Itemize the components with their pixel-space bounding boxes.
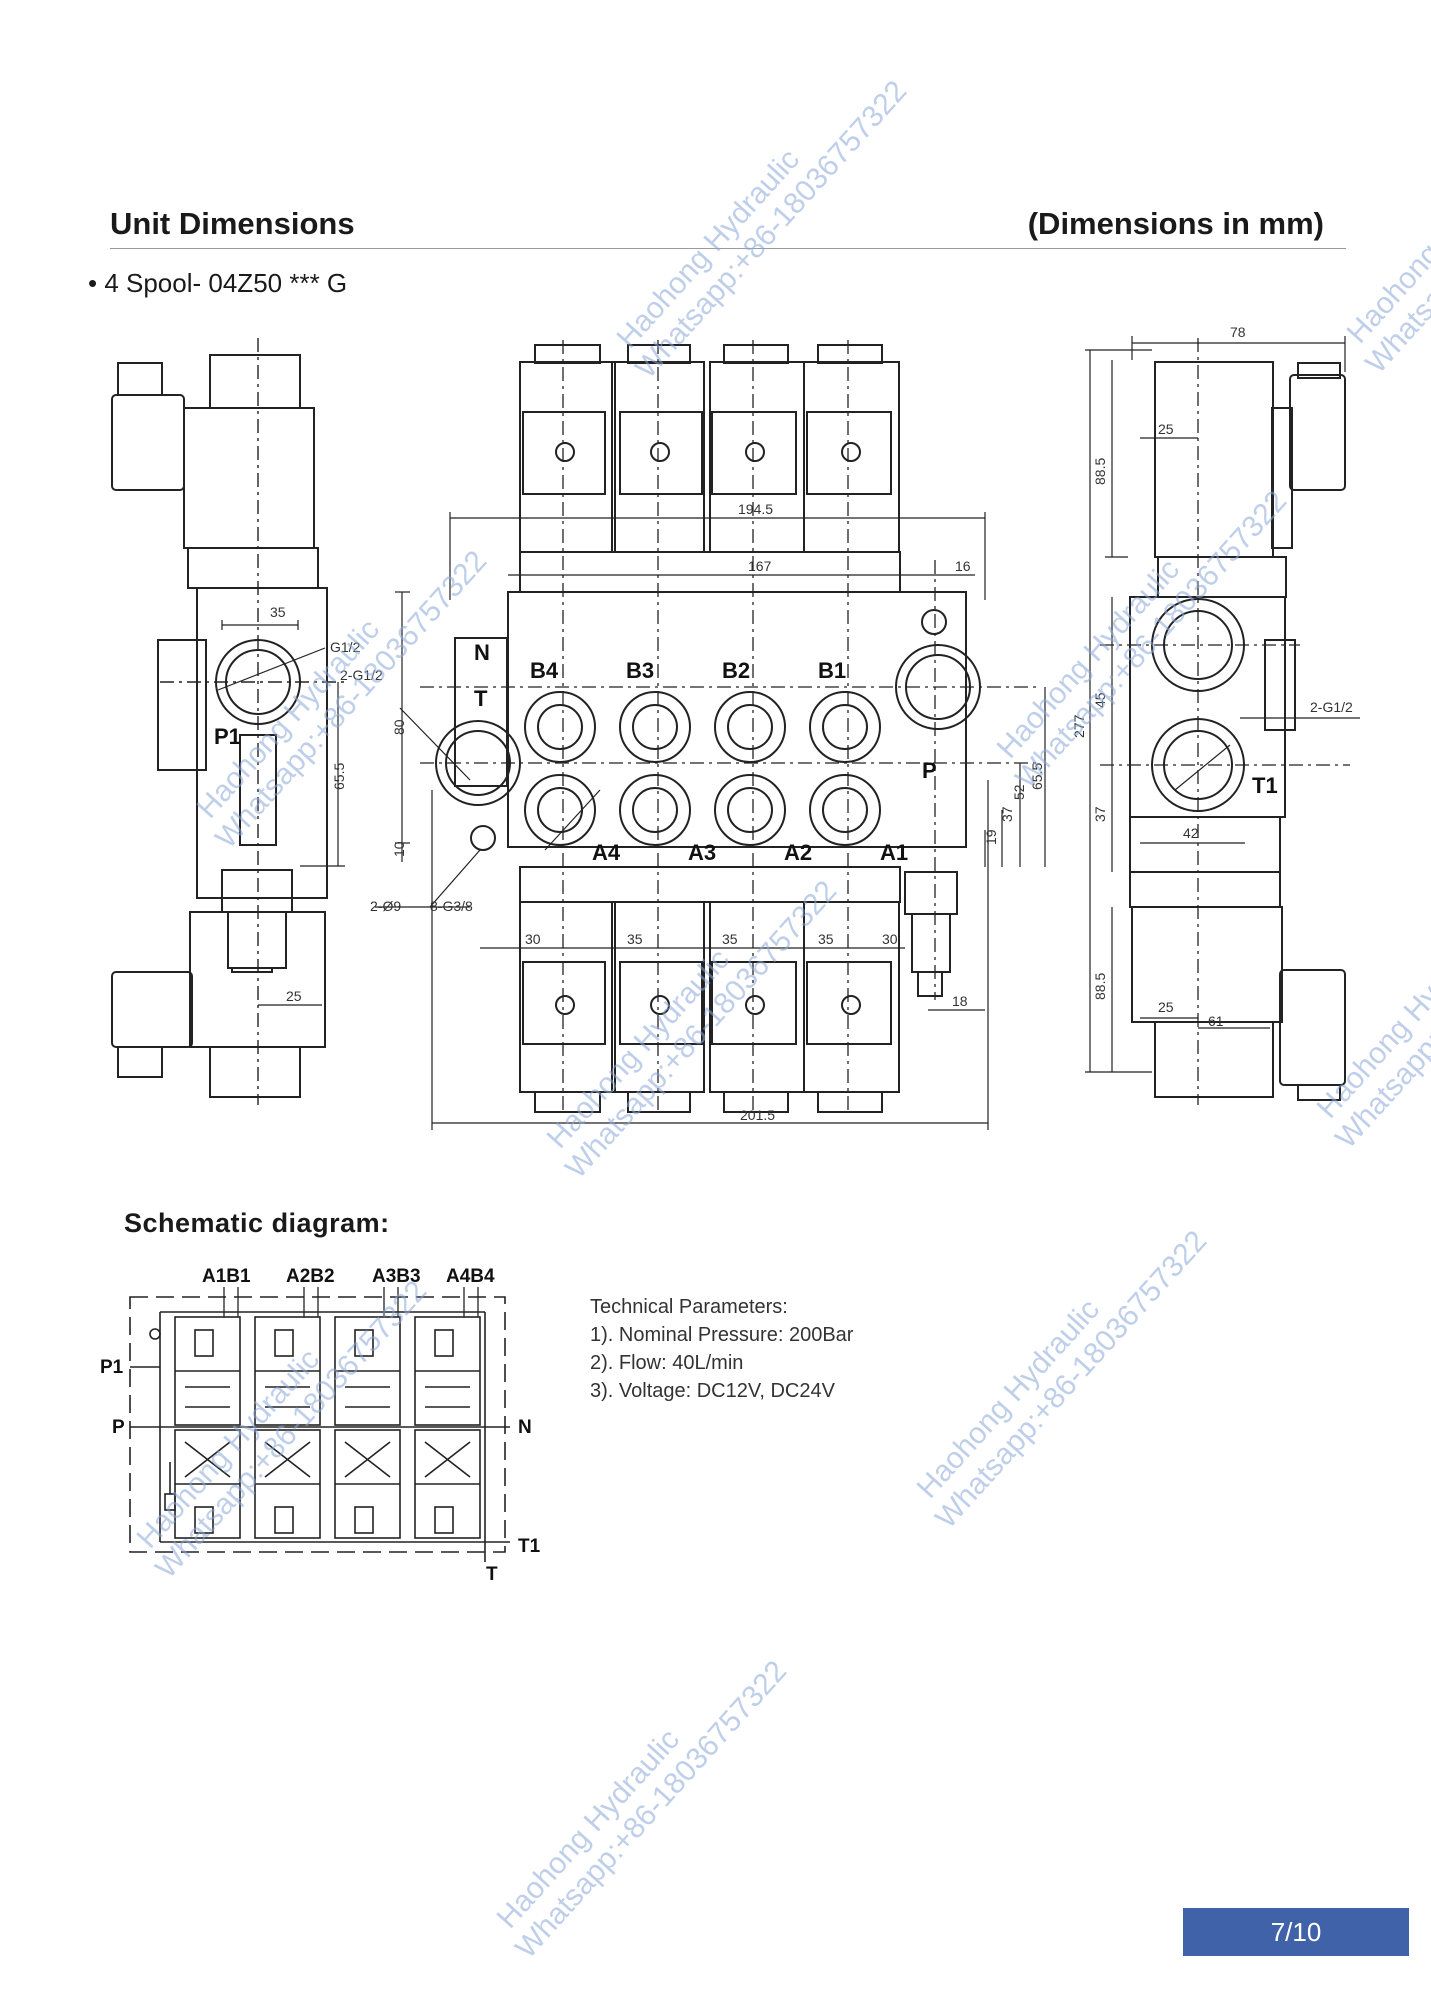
dim-10: 10 [391,841,407,857]
header-divider [110,248,1346,249]
dim-35-c: 35 [818,931,834,947]
dim-2g12: 2-G1/2 [340,667,383,683]
schematic-label-n: N [518,1417,532,1438]
watermark-text: Haohong Hydraulic [911,1293,1106,1505]
schematic-label-a2b2: A2B2 [286,1266,335,1287]
dim-18: 18 [952,993,968,1009]
port-label-b4: B4 [530,658,559,683]
dim-80: 80 [391,719,407,735]
watermark-text: Whatsapp:+86-18036757322 [509,1655,793,1965]
port-label-p1: P1 [214,724,241,749]
dim-88-5-top: 88.5 [1092,458,1108,485]
port-label-t: T [474,686,488,711]
spool-2 [254,1316,321,1539]
dim-42: 42 [1183,825,1199,841]
port-label-a1: A1 [880,840,908,865]
schematic-label-p1: P1 [100,1357,124,1378]
dim-2g12-right: 2-G1/2 [1310,699,1353,715]
units-note: (Dimensions in mm) [1027,206,1324,241]
section-title: Unit Dimensions [110,206,355,241]
schematic-diagram: A1B1 A2B2 A3B3 A4B4 P1 P N T1 T [100,1266,541,1585]
dim-201-5: 201.5 [740,1107,775,1123]
model-label: • 4 Spool- 04Z50 *** G [88,268,348,298]
schematic-label-a4b4: A4B4 [446,1266,495,1287]
unit-dimension-drawing: 35 G1/2 2-G1/2 65.5 25 194.5 167 16 80 1… [111,324,1360,1130]
technical-parameters: Technical Parameters: 1). Nominal Pressu… [590,1293,853,1405]
param-item: 2). Flow: 40L/min [590,1352,744,1374]
param-item: 1). Nominal Pressure: 200Bar [590,1324,854,1346]
dim-30-a: 30 [525,931,541,947]
watermark-text: Haohong Hydraulic [491,1723,686,1935]
schematic-label-a3b3: A3B3 [372,1266,421,1287]
dim-52: 52 [1011,784,1027,800]
dim-194-5: 194.5 [738,501,773,517]
dim-167: 167 [748,558,772,574]
dim-8-g38: 8-G3/8 [430,898,473,914]
spool-3 [334,1316,401,1539]
dim-65-5: 65.5 [1029,763,1045,790]
dim-35-left: 35 [270,604,286,620]
front-view [375,340,1046,1130]
side-view-right [1085,336,1360,1105]
schematic-title: Schematic diagram: [124,1208,390,1238]
schematic-label-t1: T1 [518,1536,541,1557]
dim-277: 277 [1071,714,1087,738]
dim-25-top: 25 [1158,421,1174,437]
port-label-a4: A4 [592,840,621,865]
spool-1 [174,1316,241,1539]
dim-25-left: 25 [286,988,302,1004]
schematic-label-t: T [486,1564,498,1585]
port-label-t1: T1 [1252,773,1278,798]
dim-61: 61 [1208,1013,1224,1029]
watermark-text: Whatsapp:+86-18036757322 [929,1225,1213,1535]
spool-4 [414,1316,481,1539]
params-heading: Technical Parameters: [590,1296,788,1318]
port-label-b2: B2 [722,658,750,683]
port-label-n: N [474,640,490,665]
schematic-label-p: P [112,1417,125,1438]
param-item: 3). Voltage: DC12V, DC24V [590,1380,835,1402]
dim-30-b: 30 [882,931,898,947]
port-label-a2: A2 [784,840,812,865]
port-row-b [524,691,881,763]
dim-25-bottom: 25 [1158,999,1174,1015]
dim-37-right: 37 [1092,806,1108,822]
dim-2-9: 2-Ø9 [370,898,401,914]
dim-78: 78 [1230,324,1246,340]
dim-65-5-left: 65.5 [331,763,347,790]
port-label-b1: B1 [818,658,846,683]
dim-g12: G1/2 [330,639,361,655]
dim-35-b: 35 [722,931,738,947]
dim-16: 16 [955,558,971,574]
dim-35-a: 35 [627,931,643,947]
dim-19: 19 [983,829,999,845]
dim-45: 45 [1092,692,1108,708]
dim-88-5-bottom: 88.5 [1092,973,1108,1000]
page-number: 7/10 [1270,1916,1322,1947]
dim-37: 37 [999,806,1015,822]
schematic-label-a1b1: A1B1 [202,1266,251,1287]
side-view-left [111,338,345,1105]
port-row-a [524,774,881,846]
page-number-badge: 7/10 [1183,1908,1409,1956]
port-label-b3: B3 [626,658,654,683]
port-label-a3: A3 [688,840,716,865]
port-label-p: P [922,758,937,783]
